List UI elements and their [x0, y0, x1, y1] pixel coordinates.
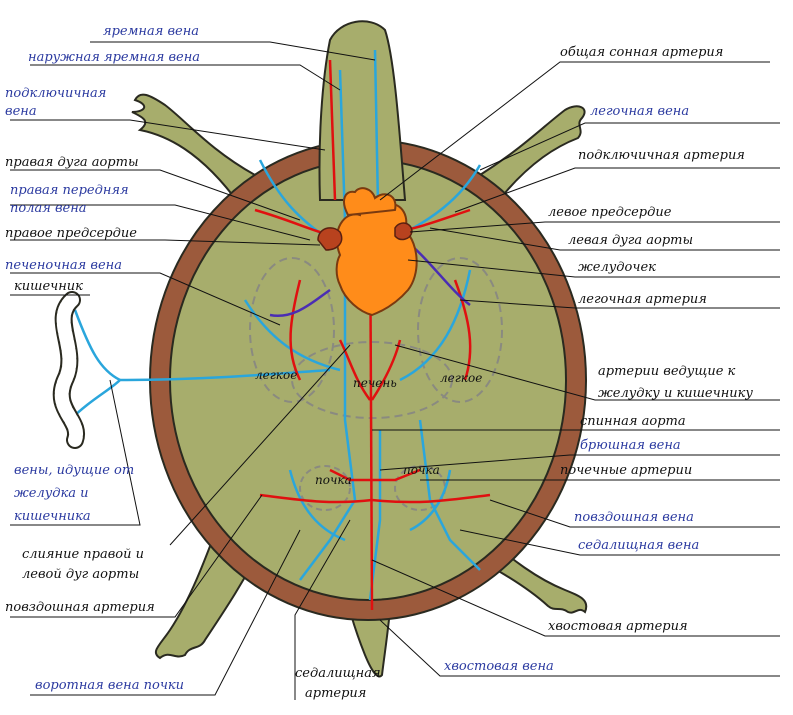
- label-podklyuchichnaya-arteriya: подключичная артерия: [578, 148, 745, 163]
- label-legkoe-right: легкое: [440, 371, 482, 385]
- label-sliyanie-1: слияние правой и: [22, 547, 144, 562]
- label-sedalischnaya-arteriya-1: седалищная: [295, 666, 381, 681]
- label-veny-1: вены, идущие от: [14, 463, 134, 478]
- label-povzdoshnaya-vena: повздошная вена: [574, 510, 694, 525]
- label-pravoe-predserdie: правое предсердие: [5, 226, 137, 241]
- label-legkoe-left: легкое: [255, 368, 297, 382]
- label-obschaya-sonnaya-arteriya: общая сонная артерия: [560, 45, 723, 60]
- label-spinnaya-aorta: спинная аорта: [580, 414, 686, 429]
- label-zheludochek: желудочек: [578, 260, 656, 275]
- label-pochka-right: почка: [403, 463, 440, 477]
- label-legochnaya-vena: легочная вена: [590, 104, 689, 119]
- label-pechenochnaya-vena: печеночная вена: [5, 258, 122, 273]
- label-arterii-1: артерии ведущие к: [598, 364, 735, 379]
- label-kishechnik: кишечник: [14, 279, 83, 294]
- left-atrium: [395, 223, 412, 239]
- label-podklyuchichnaya-vena-1: подключичная: [5, 86, 106, 101]
- label-pechen: печень: [353, 376, 397, 390]
- label-levoe-predserdie: левое предсердие: [548, 205, 671, 220]
- label-veny-2: желудка и: [14, 486, 89, 501]
- label-legochnaya-arteriya: легочная артерия: [578, 292, 707, 307]
- label-hvostovaya-vena: хвостовая вена: [444, 659, 554, 674]
- intestine-inner: [62, 300, 76, 440]
- label-pochechnye-arterii: почечные артерии: [560, 463, 692, 478]
- label-vorotnaya-vena-pochki: воротная вена почки: [35, 678, 184, 693]
- label-sliyanie-2: левой дуг аорты: [22, 567, 139, 582]
- label-hvostovaya-arteriya: хвостовая артерия: [548, 619, 688, 634]
- label-bryushnaya-vena: брюшная вена: [580, 438, 681, 453]
- label-sedalischnaya-vena: седалищная вена: [578, 538, 699, 553]
- label-pochka-left: почка: [315, 473, 352, 487]
- label-podklyuchichnaya-vena-2: вена: [5, 104, 37, 119]
- label-yaremnaya-vena: яремная вена: [103, 24, 199, 39]
- label-pravaya-perednyaya-2: полая вена: [10, 201, 87, 216]
- label-sedalischnaya-arteriya-2: артерия: [305, 686, 366, 701]
- label-veny-3: кишечника: [14, 509, 91, 524]
- label-arterii-2: желудку и кишечнику: [598, 386, 753, 401]
- label-pravaya-perednyaya-1: правая передняя: [10, 183, 129, 198]
- label-pravaya-duga-aorty: правая дуга аорты: [5, 155, 139, 170]
- label-povzdoshnaya-arteriya: повздошная артерия: [5, 600, 155, 615]
- label-naruzhnaya-yaremnaya-vena: наружная яремная вена: [28, 50, 200, 65]
- label-levaya-duga-aorty: левая дуга аорты: [568, 233, 693, 248]
